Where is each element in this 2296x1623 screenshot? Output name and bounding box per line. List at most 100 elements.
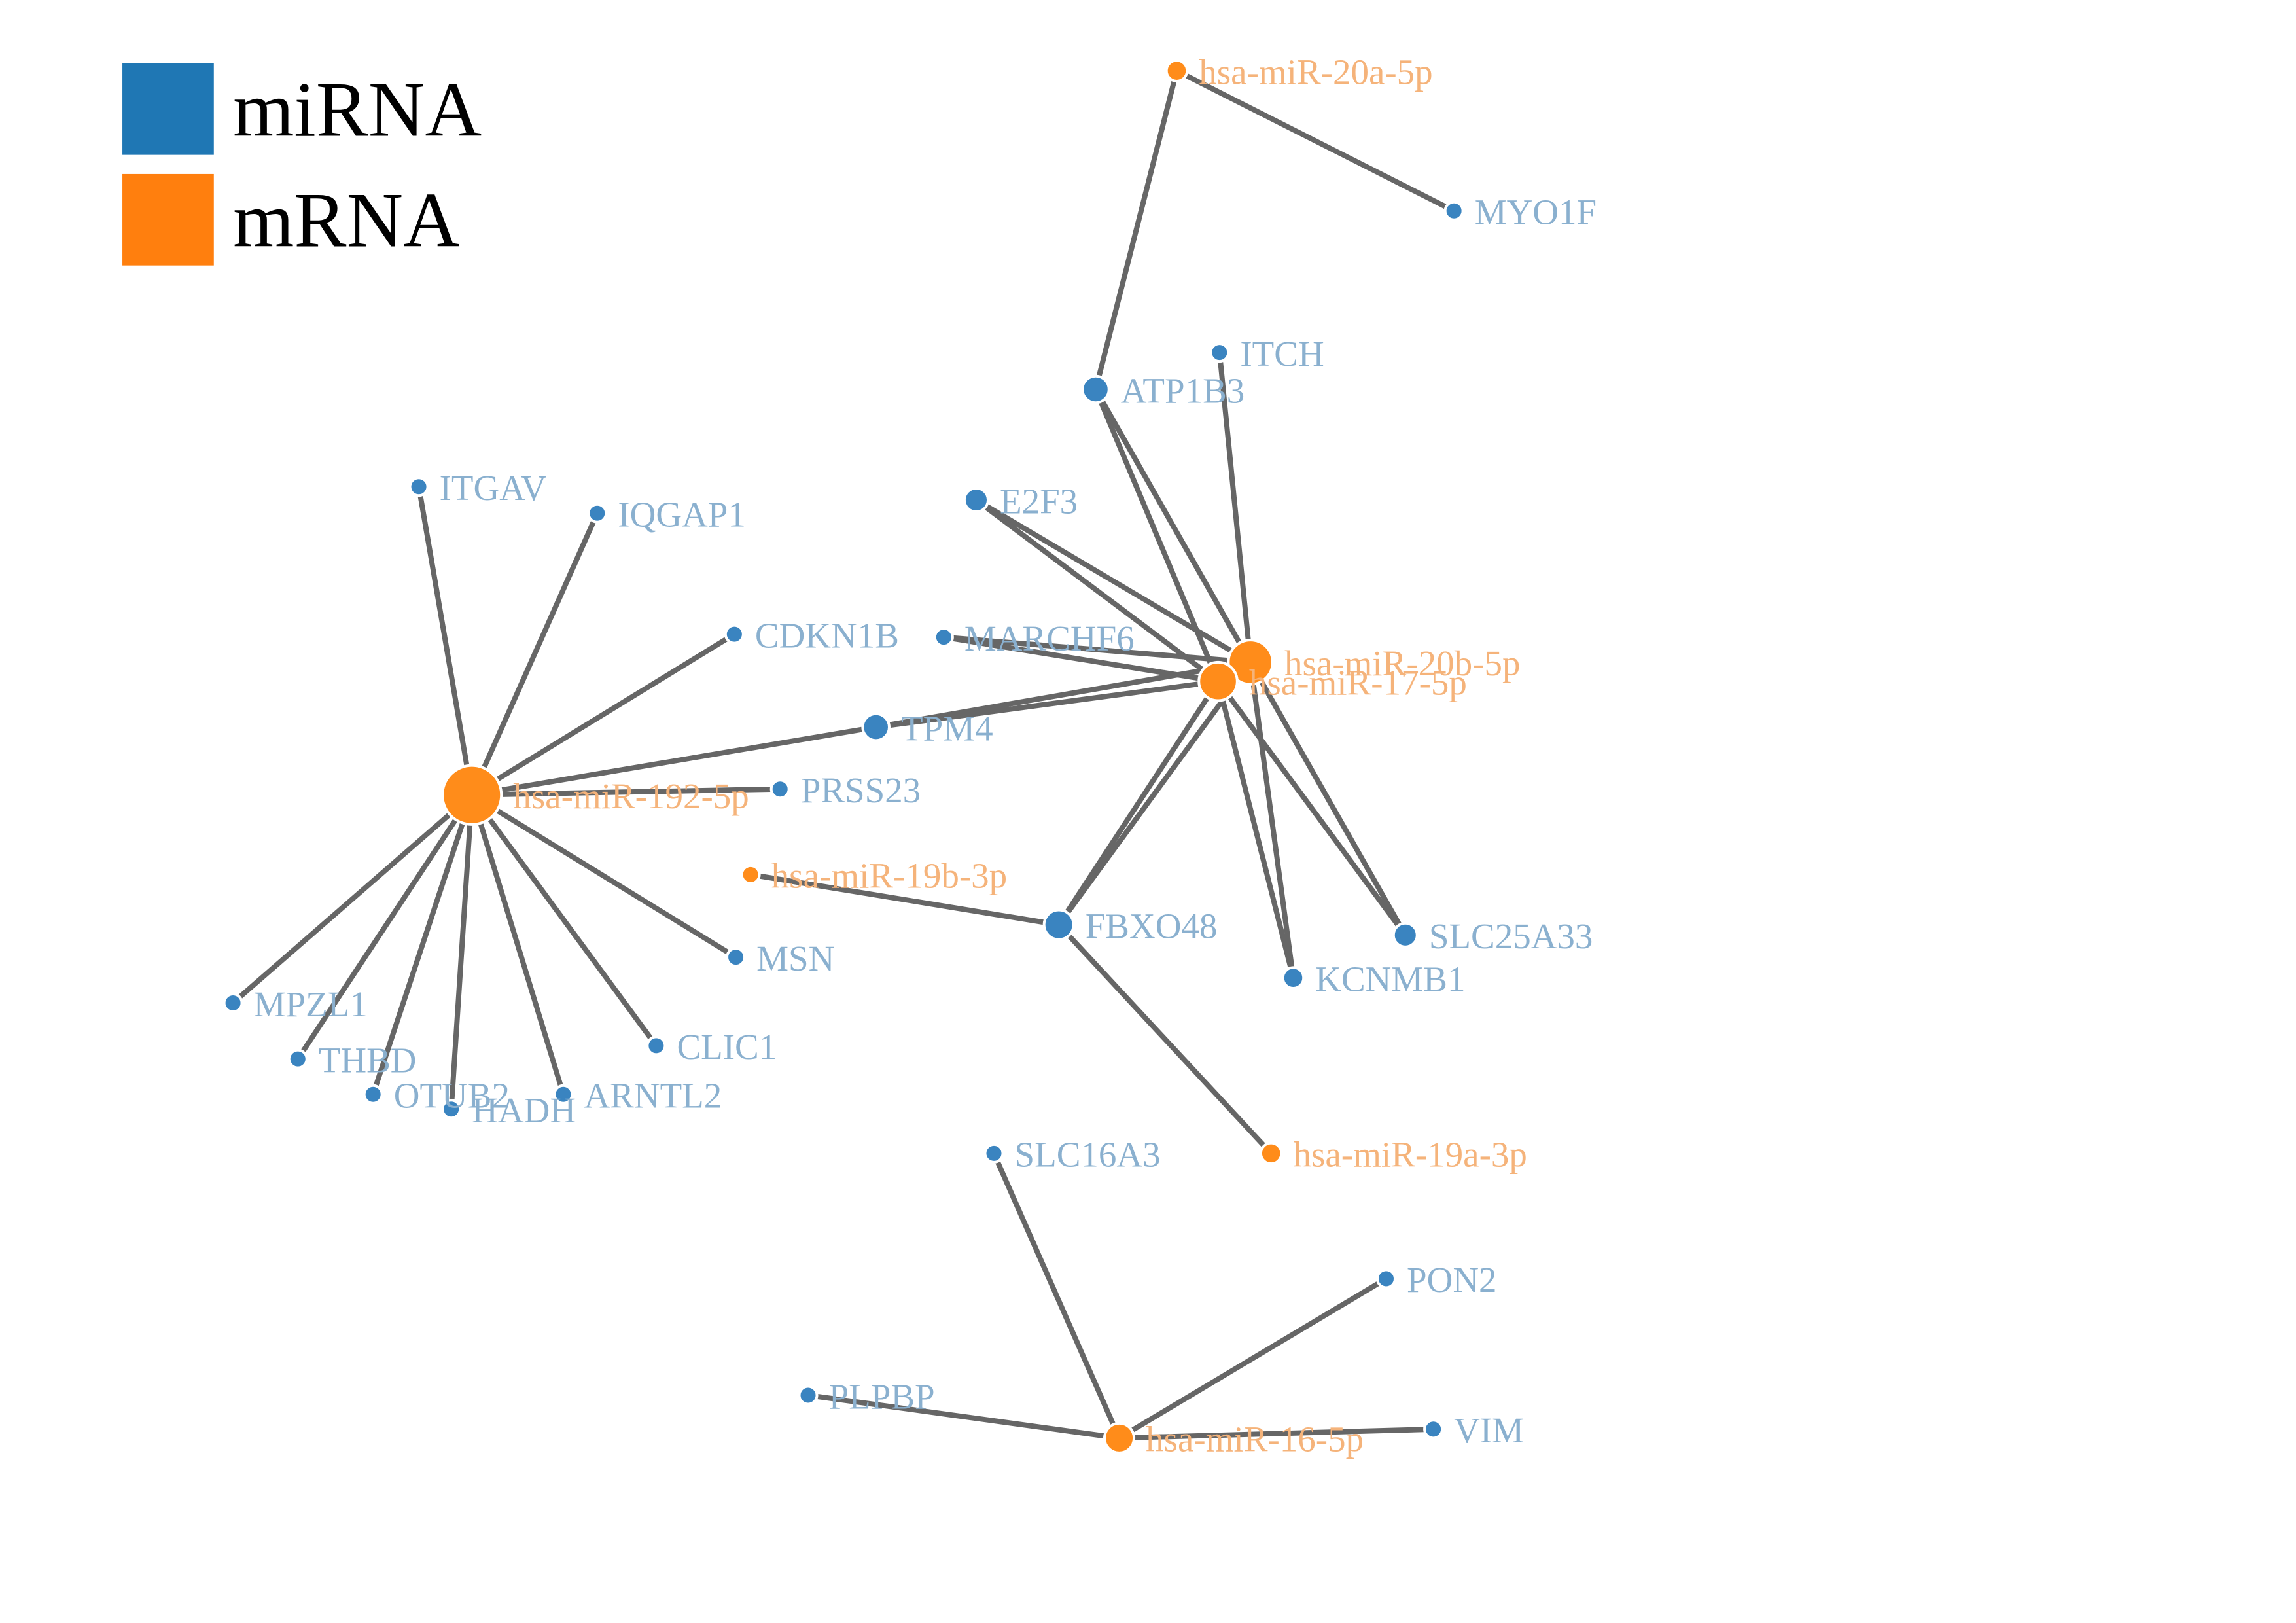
node-kcnmb1[interactable] <box>1281 966 1305 990</box>
node-label-atp1b3: ATP1B3 <box>1121 370 1245 410</box>
edge-iqgap1-to-hsa-mir-192-5p <box>469 510 600 798</box>
node-label-hsa-mir-19b-3p: hsa-miR-19b-3p <box>771 856 1008 896</box>
node-clic1[interactable] <box>646 1035 667 1056</box>
node-label-hsa-mir-20b-5p: hsa-miR-20b-5p <box>1284 643 1521 683</box>
edge-slc16a3-to-hsa-mir-16-5p <box>991 1150 1122 1441</box>
edge-plpbp-to-hsa-mir-16-5p <box>805 1392 1122 1441</box>
edge-thbd-to-hsa-mir-192-5p <box>295 792 475 1062</box>
edges-layer <box>230 68 1457 1441</box>
node-hsa-mir-19b-3p[interactable] <box>740 864 761 885</box>
edge-arntl2-to-hsa-mir-192-5p <box>469 792 566 1097</box>
edge-hadh-to-hsa-mir-192-5p <box>448 792 475 1112</box>
node-label-itgav: ITGAV <box>440 468 547 508</box>
node-slc25a33[interactable] <box>1392 921 1419 948</box>
edge-otub2-to-hsa-mir-192-5p <box>370 792 475 1097</box>
legend: miRNA mRNA <box>122 63 482 266</box>
node-label-slc16a3: SLC16A3 <box>1015 1135 1161 1175</box>
node-iqgap1[interactable] <box>587 503 608 524</box>
node-label-msn: MSN <box>756 938 834 978</box>
node-hsa-mir-19a-3p[interactable] <box>1259 1141 1283 1166</box>
edge-tpm4-to-hsa-mir-192-5p <box>469 724 879 798</box>
edge-fbxo48-to-hsa-mir-19b-3p <box>748 872 1062 928</box>
node-plpbp[interactable] <box>798 1385 819 1406</box>
node-label-slc25a33: SLC25A33 <box>1429 916 1593 956</box>
edge-fbxo48-to-hsa-mir-17-5p <box>1056 679 1221 928</box>
edge-prss23-to-hsa-mir-192-5p <box>469 786 783 798</box>
node-myo1f[interactable] <box>1443 200 1464 221</box>
edge-atp1b3-to-hsa-mir-20b-5p <box>1093 386 1254 665</box>
node-prss23[interactable] <box>769 779 790 800</box>
node-hsa-mir-20a-5p[interactable] <box>1165 59 1189 82</box>
node-label-hsa-mir-19a-3p: hsa-miR-19a-3p <box>1293 1135 1527 1175</box>
node-label-prss23: PRSS23 <box>801 770 921 810</box>
node-e2f3[interactable] <box>963 486 989 514</box>
edge-slc25a33-to-hsa-mir-20b-5p <box>1248 659 1408 938</box>
edge-tpm4-to-hsa-mir-17-5p <box>873 679 1221 730</box>
edge-mpzl1-to-hsa-mir-192-5p <box>230 792 475 1006</box>
edge-kcnmb1-to-hsa-mir-20b-5p <box>1248 659 1296 981</box>
node-hadh[interactable] <box>441 1099 462 1120</box>
edge-marchf6-to-hsa-mir-20b-5p <box>941 634 1254 665</box>
node-vim[interactable] <box>1423 1419 1444 1440</box>
node-label-vim: VIM <box>1454 1410 1524 1450</box>
node-arntl2[interactable] <box>553 1084 574 1105</box>
edge-kcnmb1-to-hsa-mir-17-5p <box>1215 679 1296 981</box>
node-label-myo1f: MYO1F <box>1475 192 1597 232</box>
edge-e2f3-to-hsa-mir-17-5p <box>973 497 1221 685</box>
legend-swatch-mrna <box>122 173 214 266</box>
node-thbd[interactable] <box>287 1048 308 1069</box>
node-pon2[interactable] <box>1375 1268 1396 1289</box>
edge-slc25a33-to-hsa-mir-17-5p <box>1215 679 1408 938</box>
node-hsa-mir-20b-5p[interactable] <box>1227 639 1274 686</box>
edge-hsa-mir-20a-5p-to-myo1f <box>1174 68 1457 214</box>
node-label-otub2: OTUB2 <box>394 1076 510 1116</box>
node-label-clic1: CLIC1 <box>677 1027 777 1067</box>
edge-vim-to-hsa-mir-16-5p <box>1116 1426 1436 1441</box>
node-label-thbd: THBD <box>319 1040 417 1080</box>
node-label-arntl2: ARNTL2 <box>584 1076 722 1116</box>
node-label-iqgap1: IQGAP1 <box>618 495 746 535</box>
node-label-hadh: HADH <box>472 1090 576 1130</box>
edge-fbxo48-to-hsa-mir-20b-5p <box>1056 659 1254 928</box>
node-label-hsa-mir-16-5p: hsa-miR-16-5p <box>1146 1419 1364 1459</box>
node-hsa-mir-17-5p[interactable] <box>1197 660 1239 702</box>
node-label-hsa-mir-17-5p: hsa-miR-17-5p <box>1249 662 1467 702</box>
node-hsa-mir-192-5p[interactable] <box>441 764 503 826</box>
node-tpm4[interactable] <box>861 712 891 742</box>
node-label-e2f3: E2F3 <box>1000 481 1078 521</box>
edge-cdkn1b-to-hsa-mir-192-5p <box>469 632 737 798</box>
node-slc16a3[interactable] <box>983 1143 1004 1164</box>
node-label-kcnmb1: KCNMB1 <box>1315 959 1465 999</box>
legend-label-mrna: mRNA <box>233 176 460 263</box>
node-label-fbxo48: FBXO48 <box>1086 906 1218 946</box>
nodes-layer <box>222 59 1464 1454</box>
node-marchf6[interactable] <box>933 627 954 648</box>
node-label-hsa-mir-192-5p: hsa-miR-192-5p <box>513 776 749 816</box>
edge-pon2-to-hsa-mir-16-5p <box>1116 1275 1389 1441</box>
node-msn[interactable] <box>726 947 747 968</box>
node-label-hsa-mir-20a-5p: hsa-miR-20a-5p <box>1199 52 1432 92</box>
edge-e2f3-to-hsa-mir-20b-5p <box>973 497 1254 665</box>
edge-itch-to-hsa-mir-20b-5p <box>1216 349 1254 665</box>
node-otub2[interactable] <box>362 1084 383 1105</box>
node-cdkn1b[interactable] <box>724 624 745 645</box>
node-label-mpzl1: MPZL1 <box>254 984 368 1024</box>
node-itgav[interactable] <box>408 476 429 497</box>
edge-fbxo48-to-hsa-mir-19a-3p <box>1056 922 1274 1156</box>
node-label-tpm4: TPM4 <box>901 708 993 748</box>
node-mpzl1[interactable] <box>222 992 243 1014</box>
node-label-marchf6: MARCHF6 <box>964 618 1135 658</box>
node-hsa-mir-16-5p[interactable] <box>1103 1421 1136 1454</box>
edge-itgav-to-hsa-mir-192-5p <box>416 484 475 798</box>
node-itch[interactable] <box>1209 342 1230 363</box>
edge-clic1-to-hsa-mir-192-5p <box>469 792 659 1048</box>
node-label-pon2: PON2 <box>1407 1260 1497 1300</box>
node-fbxo48[interactable] <box>1042 908 1075 941</box>
node-label-itch: ITCH <box>1240 334 1324 374</box>
node-atp1b3[interactable] <box>1081 374 1110 404</box>
legend-label-mirna: miRNA <box>233 65 482 152</box>
legend-swatch-mirna <box>122 63 214 155</box>
node-label-cdkn1b: CDKN1B <box>755 615 899 655</box>
